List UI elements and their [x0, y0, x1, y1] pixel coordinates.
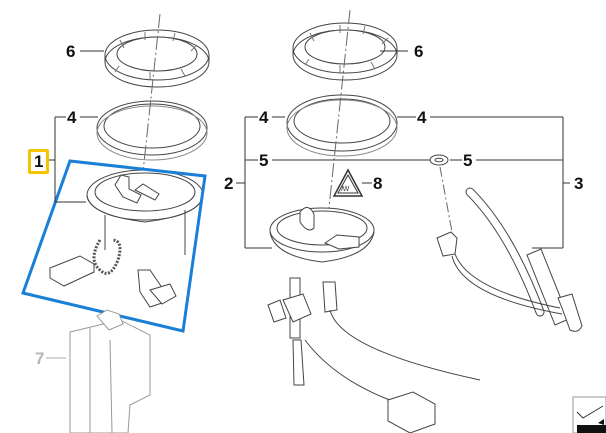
- callout-7[interactable]: 7: [35, 349, 45, 368]
- axis-line-middle: [324, 9, 351, 246]
- locking-ring-left[interactable]: [104, 29, 210, 88]
- callout-2[interactable]: 2: [224, 174, 234, 193]
- fuel-pump-assembly[interactable]: [48, 169, 204, 308]
- level-sensor-assembly[interactable]: [267, 207, 481, 433]
- callout-3[interactable]: 3: [574, 174, 584, 193]
- callout-1[interactable]: 1: [28, 149, 50, 174]
- callout-lines-left: [46, 50, 104, 359]
- locking-ring-right[interactable]: [292, 22, 398, 81]
- callout-lines-middle: [236, 50, 570, 249]
- axis-line-right: [439, 166, 453, 233]
- swirl-pot[interactable]: [69, 309, 151, 433]
- callout-5-right[interactable]: 5: [463, 151, 473, 170]
- callout-6-left[interactable]: 6: [66, 42, 76, 61]
- sealing-ring-right[interactable]: [286, 94, 398, 157]
- selection-outline: [21, 159, 207, 333]
- callout-4-right[interactable]: 4: [417, 108, 427, 127]
- callout-4-left[interactable]: 4: [67, 108, 77, 127]
- sealing-ring-left[interactable]: [96, 100, 208, 161]
- svg-text:ꟿ: ꟿ: [341, 185, 350, 193]
- orientation-icon: [572, 396, 606, 433]
- callout-4-middle[interactable]: 4: [259, 108, 269, 127]
- callout-8[interactable]: 8: [373, 174, 383, 193]
- callout-6-right[interactable]: 6: [414, 42, 424, 61]
- o-ring[interactable]: [429, 154, 449, 166]
- warning-sticker[interactable]: ꟿ: [332, 168, 364, 197]
- callout-5-middle[interactable]: 5: [259, 151, 269, 170]
- suction-hose-assembly[interactable]: [436, 187, 583, 332]
